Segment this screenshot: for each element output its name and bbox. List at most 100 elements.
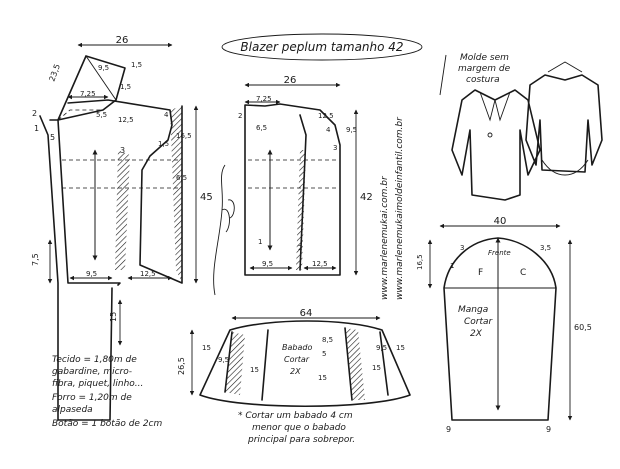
jacket-front-lapel bbox=[479, 91, 511, 122]
materials-line-6: Botão = 1 botão de 2cm bbox=[52, 419, 162, 429]
sleeve-f: F bbox=[478, 268, 483, 278]
back-piece: 26 7,25 2 6,5 12,5 4 9,5 3 42 1 2 9,5 12… bbox=[238, 75, 373, 276]
sleeve-3-5: 3,5 bbox=[540, 244, 551, 252]
ruffle-width: 64 bbox=[300, 308, 313, 319]
materials-line-5: alpaseda bbox=[52, 405, 93, 415]
front-peplum bbox=[39, 115, 113, 421]
back-12-5b: 12,5 bbox=[312, 260, 328, 268]
ruffle-2x: 2X bbox=[290, 367, 301, 376]
front-5-left: 5 bbox=[50, 133, 55, 142]
signature-scribble bbox=[213, 164, 235, 296]
front-4: 4 bbox=[164, 111, 169, 119]
jacket-front-sketch bbox=[451, 89, 541, 201]
front-lapel bbox=[57, 55, 126, 121]
front-neck-5-5: 5,5 bbox=[96, 111, 107, 119]
ruffle-seam-2 bbox=[261, 329, 269, 401]
ruffle-15c: 15 bbox=[318, 374, 327, 382]
ruffle-piece: 64 26,5 9,5 15 8,5 5 15 15 15 9,5 15 Bab… bbox=[177, 308, 411, 445]
ruffle-hatch-1 bbox=[225, 332, 245, 395]
front-collar-a: 23,5 bbox=[47, 63, 62, 83]
back-2b: 2 bbox=[298, 244, 302, 252]
materials-line-2: gabardine, micro- bbox=[52, 367, 132, 377]
front-1-5: 1,5 bbox=[158, 140, 169, 148]
front-center bbox=[49, 119, 121, 286]
front-2-left: 2 bbox=[32, 109, 37, 118]
front-top-width: 26 bbox=[116, 35, 129, 46]
watermark-1: www.marlenemukai.com.br bbox=[380, 175, 390, 300]
ruffle-babado: Babado bbox=[282, 343, 312, 352]
ruffle-note-1: * Cortar um babado 4 cm bbox=[238, 411, 353, 421]
ruffle-seam-4 bbox=[379, 331, 389, 396]
ruffle-cortar: Cortar bbox=[284, 355, 310, 364]
sleeve-width: 40 bbox=[494, 216, 507, 227]
sleeve-c: C bbox=[520, 268, 526, 278]
front-dart-hatch bbox=[115, 150, 130, 270]
back-12-5: 12,5 bbox=[318, 112, 334, 120]
front-12-5: 12,5 bbox=[118, 116, 134, 124]
ruffle-9-5b: 9,5 bbox=[376, 344, 387, 352]
model-note-1: Molde sem bbox=[460, 53, 509, 63]
front-collar-b: 9,5 bbox=[98, 64, 109, 72]
back-hatch bbox=[296, 150, 306, 270]
ruffle-8-5: 8,5 bbox=[322, 336, 333, 344]
title-oval bbox=[221, 33, 423, 61]
front-45: 45 bbox=[200, 192, 213, 203]
front-3: 3 bbox=[120, 146, 125, 155]
front-1-left: 1 bbox=[34, 124, 39, 133]
sleeve-16-5: 16,5 bbox=[416, 254, 424, 270]
sleeve-60-5: 60,5 bbox=[574, 323, 592, 332]
front-collar-c: 1,5 bbox=[131, 61, 142, 69]
back-top-width: 26 bbox=[284, 75, 297, 86]
sleeve-1: 1 bbox=[450, 262, 454, 270]
watermark-group: www.marlenemukai.com.br www.marlenemukai… bbox=[380, 116, 405, 300]
back-4: 4 bbox=[326, 126, 331, 134]
jacket-button bbox=[487, 132, 493, 138]
back-outline bbox=[244, 103, 341, 276]
model-note-3: costura bbox=[466, 75, 500, 85]
back-9-5: 9,5 bbox=[346, 126, 357, 134]
front-piece: 26 23,5 9,5 1,5 1,5 7,25 5,5 12,5 4 16,5… bbox=[31, 35, 213, 421]
back-1: 1 bbox=[258, 238, 262, 246]
sleeve-frente: Frente bbox=[488, 249, 511, 257]
materials-line-4: Forro = 1,20m de bbox=[52, 393, 132, 403]
back-6-5: 6,5 bbox=[256, 124, 267, 132]
jacket-back-collar bbox=[547, 61, 583, 73]
ruffle-15e: 15 bbox=[396, 344, 405, 352]
ruffle-hatch-2 bbox=[345, 328, 365, 400]
front-16-5: 16,5 bbox=[176, 132, 192, 140]
ruffle-15a: 15 bbox=[202, 344, 211, 352]
back-9-5b: 9,5 bbox=[262, 260, 273, 268]
ruffle-5: 5 bbox=[322, 350, 326, 358]
sleeve-2x: 2X bbox=[470, 329, 483, 339]
ruffle-outline bbox=[199, 320, 411, 407]
ruffle-15d: 15 bbox=[372, 364, 381, 372]
model-note-bracket bbox=[439, 54, 447, 96]
model-group: Molde sem margem de costura bbox=[439, 53, 603, 201]
sleeve-9-right: 9 bbox=[546, 425, 551, 434]
ruffle-note-3: principal para sobrepor. bbox=[247, 435, 355, 445]
page-title: Blazer peplum tamanho 42 bbox=[240, 40, 403, 54]
ruffle-note-2: menor que o babado bbox=[252, 423, 346, 433]
ruffle-15b: 15 bbox=[250, 366, 259, 374]
materials-line-1: Tecido = 1,80m de bbox=[52, 355, 137, 365]
back-3: 3 bbox=[333, 144, 337, 152]
front-9-5: 9,5 bbox=[86, 270, 97, 278]
jacket-back-peplum bbox=[541, 159, 589, 176]
watermark-2: www.marlenemukaimoldeinfantil.com.br bbox=[395, 116, 405, 300]
signature bbox=[213, 164, 235, 296]
back-neck: 7,25 bbox=[256, 95, 272, 103]
front-15: 15 bbox=[109, 312, 118, 322]
front-12-5b: 12,5 bbox=[140, 270, 156, 278]
materials-block: Tecido = 1,80m de gabardine, micro- fibr… bbox=[52, 355, 162, 429]
front-lapel-fold bbox=[85, 55, 117, 101]
front-collar-c2: 1,5 bbox=[120, 83, 131, 91]
title-group: Blazer peplum tamanho 42 bbox=[221, 33, 423, 61]
sleeve-cortar: Cortar bbox=[464, 317, 494, 327]
sleeve-manga: Manga bbox=[458, 305, 488, 315]
front-neck-7-25: 7,25 bbox=[80, 90, 96, 98]
model-note-2: margem de bbox=[458, 64, 511, 74]
ruffle-9-5: 9,5 bbox=[218, 356, 229, 364]
front-lapel-dash bbox=[57, 109, 103, 121]
ruffle-26-5: 26,5 bbox=[177, 357, 186, 375]
